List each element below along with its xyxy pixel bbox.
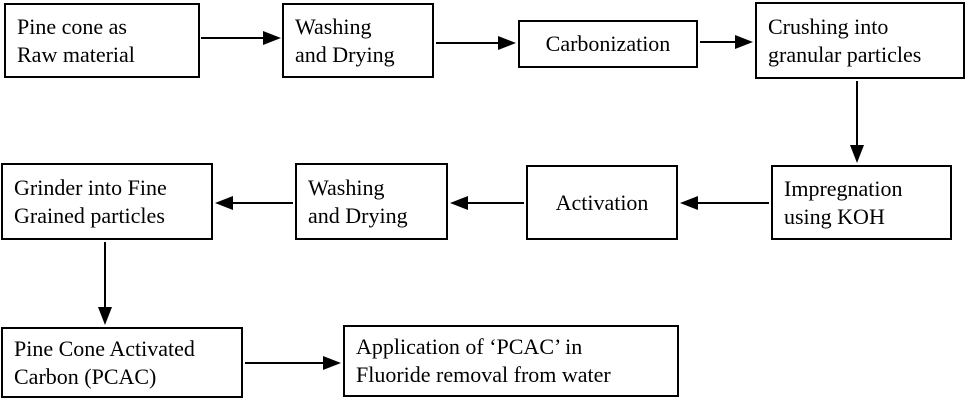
node-washing-drying-2-label: Washing and Drying	[308, 174, 408, 228]
edge-activation-to-washing2	[450, 196, 524, 210]
node-impregnation-koh: Impregnation using KOH	[771, 165, 952, 240]
arrowhead-icon	[263, 31, 281, 45]
edge-impregnation-to-activation	[680, 196, 769, 210]
arrowhead-icon	[98, 307, 112, 325]
edge-crushing-to-impregnation	[850, 81, 864, 163]
arrowhead-icon	[680, 196, 698, 210]
arrowhead-icon	[323, 356, 341, 370]
edge-washing2-to-grinder	[215, 196, 293, 210]
node-carbonization: Carbonization	[518, 20, 698, 68]
edge-carbonization-to-crushing	[700, 35, 753, 49]
arrowhead-icon	[450, 196, 468, 210]
node-crushing-granular: Crushing into granular particles	[755, 2, 965, 79]
node-grinder-fine-grained: Grinder into Fine Grained particles	[1, 163, 213, 240]
edge-washing-to-carbonization	[436, 36, 516, 50]
node-washing-drying-1: Washing and Drying	[282, 3, 434, 78]
arrowhead-icon	[498, 36, 516, 50]
node-crushing-granular-label: Crushing into granular particles	[768, 13, 922, 67]
node-application-fluoride-label: Application of ‘PCAC’ in Fluoride remova…	[356, 334, 611, 387]
node-washing-drying-1-label: Washing and Drying	[295, 13, 395, 67]
node-pine-cone-raw-material: Pine cone as Raw material	[4, 3, 200, 78]
node-activation: Activation	[526, 165, 678, 240]
node-impregnation-koh-label: Impregnation using KOH	[784, 175, 903, 229]
node-grinder-fine-grained-label: Grinder into Fine Grained particles	[14, 174, 167, 228]
node-carbonization-label: Carbonization	[545, 31, 671, 56]
edge-pine-cone-to-washing	[201, 31, 281, 45]
edge-grinder-to-pcac	[98, 242, 112, 325]
node-washing-drying-2: Washing and Drying	[295, 163, 448, 240]
edge-pcac-to-application	[245, 356, 341, 370]
node-pine-cone-raw-material-label: Pine cone as Raw material	[17, 13, 135, 67]
arrowhead-icon	[735, 35, 753, 49]
arrowhead-icon	[850, 145, 864, 163]
node-application-fluoride: Application of ‘PCAC’ in Fluoride remova…	[343, 325, 679, 397]
node-pcac-label: Pine Cone Activated Carbon (PCAC)	[14, 335, 195, 389]
node-pcac: Pine Cone Activated Carbon (PCAC)	[1, 327, 243, 398]
arrowhead-icon	[215, 196, 233, 210]
node-activation-label: Activation	[555, 189, 649, 215]
